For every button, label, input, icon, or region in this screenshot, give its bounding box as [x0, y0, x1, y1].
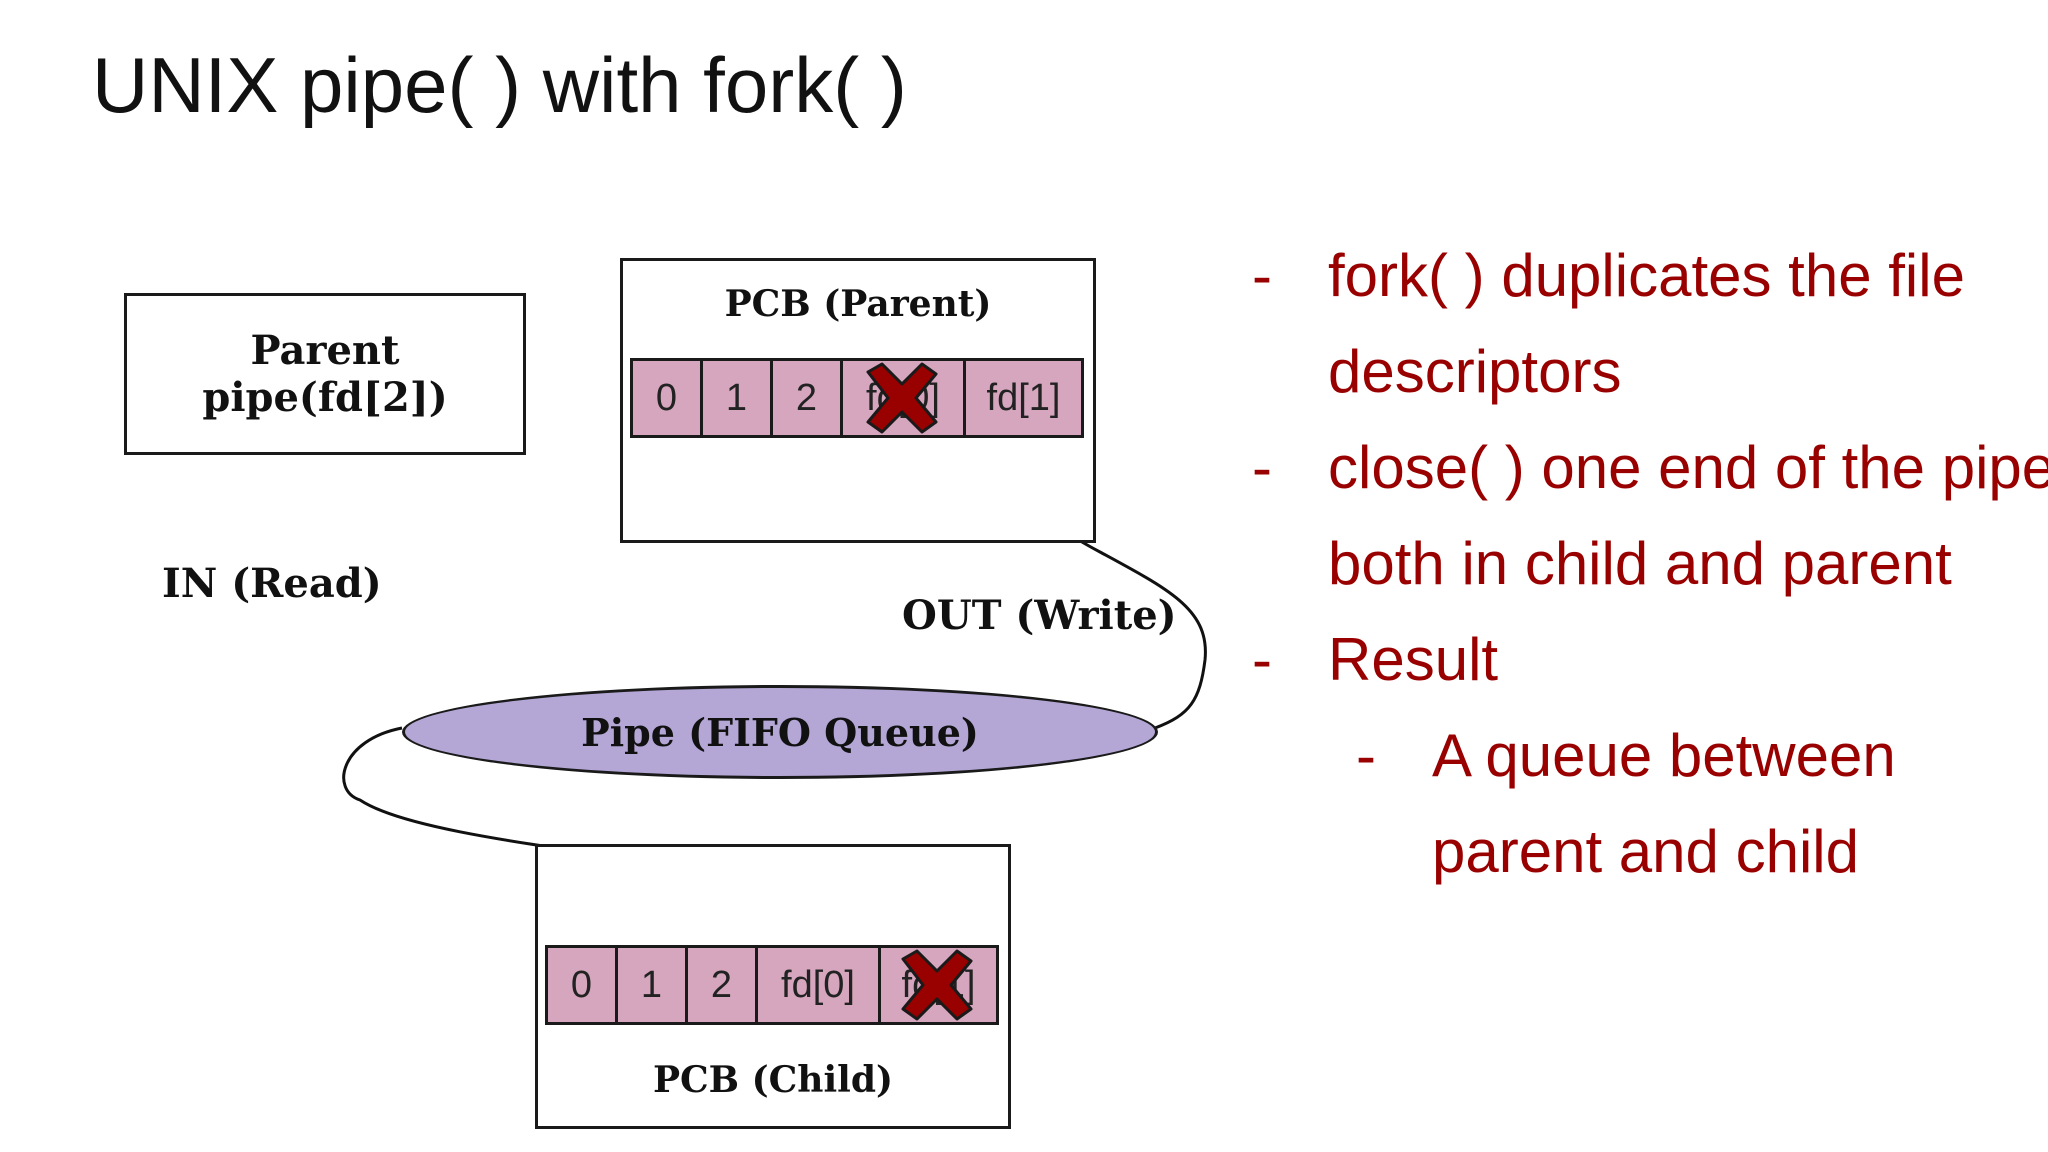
bullet-text: fork( ) duplicates the file — [1328, 242, 1965, 309]
fd-cell-2: 2 — [685, 945, 758, 1025]
bullet-continuation: both in child and parent — [1252, 516, 2032, 612]
closed-x-icon — [866, 362, 938, 434]
bullet-dash: - — [1252, 626, 1272, 693]
pcb-parent-label: PCB (Parent) — [724, 283, 992, 325]
bullet-result: - Result — [1252, 612, 2032, 708]
fd-cell-1: 1 — [615, 945, 688, 1025]
fd-cell-1: 1 — [700, 358, 773, 438]
bullet-dash: - — [1252, 242, 1272, 309]
pcb-child-fd-table: 0 1 2 fd[0] fd[1] — [545, 945, 999, 1025]
bullet-fork-duplicates: - fork( ) duplicates the file — [1252, 228, 2032, 324]
closed-x-icon — [901, 949, 973, 1021]
pipe-label: Pipe (FIFO Queue) — [581, 709, 979, 755]
parent-box: Parent pipe(fd[2]) — [124, 293, 526, 455]
slide-title: UNIX pipe( ) with fork( ) — [92, 41, 907, 129]
out-write-label: OUT (Write) — [902, 592, 1177, 639]
pcb-parent-fd-table: 0 1 2 fd[0] fd[1] — [630, 358, 1084, 438]
fd-cell-read: fd[0] — [755, 945, 881, 1025]
pcb-child-label: PCB (Child) — [652, 1059, 894, 1101]
fd-cell-write: fd[1] — [963, 358, 1084, 438]
bullet-text: Result — [1328, 626, 1499, 693]
pipe-fifo-queue: Pipe (FIFO Queue) — [402, 685, 1158, 779]
bullet-dash: - — [1356, 722, 1376, 789]
sub-bullet-queue: - A queue between — [1252, 708, 2032, 804]
bullet-list: - fork( ) duplicates the file descriptor… — [1252, 228, 2048, 900]
bullet-text: descriptors — [1328, 338, 1622, 405]
bullet-text: both in child and parent — [1328, 530, 1952, 597]
sub-bullet-continuation: parent and child — [1252, 804, 2032, 900]
bullet-continuation: descriptors — [1252, 324, 2032, 420]
parent-box-title: Parent — [250, 327, 400, 374]
bullet-text: close( ) one end of the pipe, — [1328, 434, 2048, 501]
parent-box-call: pipe(fd[2]) — [202, 374, 448, 421]
bullet-dash: - — [1252, 434, 1272, 501]
bullet-text: A queue between — [1432, 722, 1896, 789]
bullet-text: parent and child — [1432, 818, 1859, 885]
fd-cell-0: 0 — [630, 358, 703, 438]
fd-cell-0: 0 — [545, 945, 618, 1025]
in-read-label: IN (Read) — [162, 560, 382, 607]
fd-cell-2: 2 — [770, 358, 843, 438]
bullet-close-one-end: - close( ) one end of the pipe, — [1252, 420, 2048, 516]
